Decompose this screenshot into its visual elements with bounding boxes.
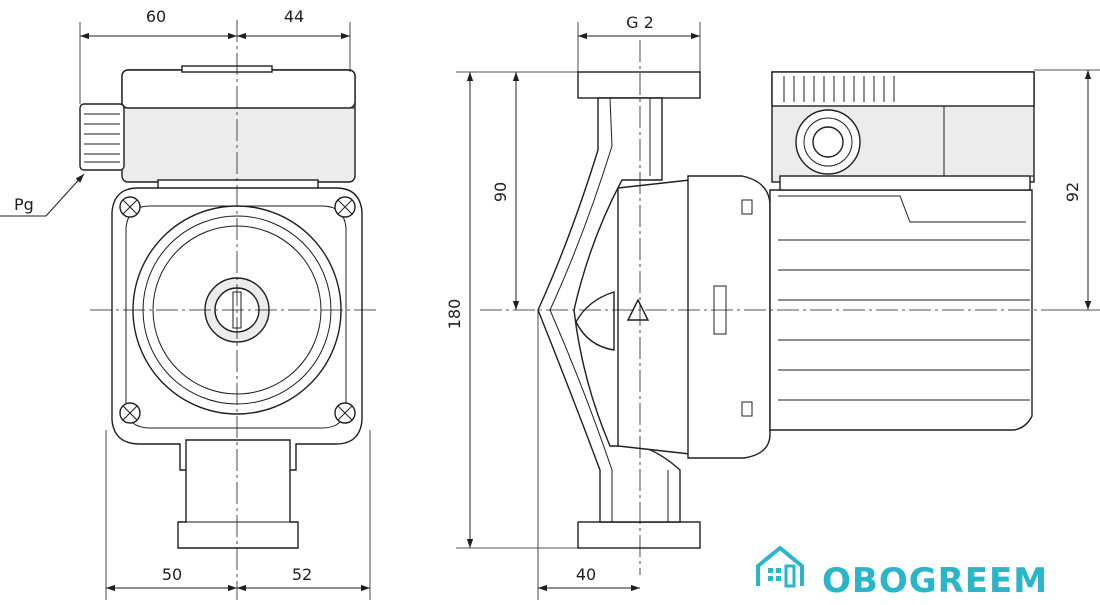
center-lines bbox=[90, 20, 1060, 600]
dim-top-left: 60 bbox=[146, 7, 166, 26]
bolt-bottom-right-icon bbox=[334, 402, 356, 424]
dim-port-offset: 40 bbox=[576, 565, 596, 584]
brand-logo: OBOGREEM bbox=[756, 546, 1048, 601]
inlet-flange bbox=[577, 71, 701, 99]
speed-selector-knob-icon bbox=[795, 109, 861, 175]
brand-name: OBOGREEM bbox=[822, 561, 1048, 601]
bolt-top-right-icon bbox=[334, 196, 356, 218]
dim-top-right: 44 bbox=[284, 7, 304, 26]
side-view bbox=[537, 71, 1035, 549]
dim-bottom-right: 52 bbox=[292, 565, 312, 584]
cable-gland bbox=[79, 103, 125, 171]
terminal-box-ribs bbox=[783, 76, 895, 102]
bolt-top-left-icon bbox=[119, 196, 141, 218]
dim-thread: G 2 bbox=[626, 13, 654, 32]
label-pg: Pg bbox=[14, 195, 34, 214]
outlet-flange bbox=[577, 521, 701, 549]
dim-height-total: 180 bbox=[445, 299, 464, 330]
dimension-lines bbox=[0, 22, 1100, 600]
dimension-labels: 60 44 50 52 G 2 180 90 92 40 Pg bbox=[14, 7, 1082, 584]
outlet-pipe-front bbox=[177, 439, 299, 549]
house-icon bbox=[756, 546, 804, 588]
dim-height-upper: 90 bbox=[491, 182, 510, 202]
dim-side-height: 92 bbox=[1063, 182, 1082, 202]
bolt-bottom-left-icon bbox=[119, 402, 141, 424]
front-view bbox=[79, 65, 363, 549]
dim-bottom-left: 50 bbox=[162, 565, 182, 584]
